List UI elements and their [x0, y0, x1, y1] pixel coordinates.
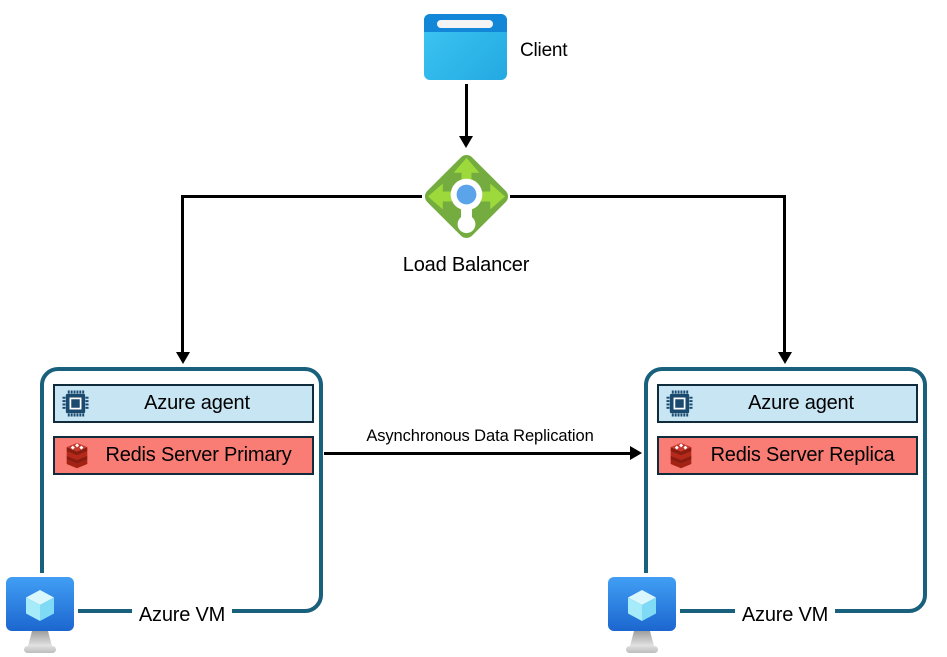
azure-agent-label: Azure agent: [144, 392, 250, 414]
replication-label: Asynchronous Data Replication: [366, 427, 594, 445]
connector-client-to-lb: [464, 84, 468, 137]
cpu-chip-icon: [62, 390, 89, 417]
azure-vm-monitor-icon: [2, 573, 78, 655]
redis-cube-stack-icon: [666, 441, 696, 471]
browser-window-icon: [424, 14, 507, 80]
azure-vm-monitor-icon: [604, 573, 680, 655]
connector-lb-right-horizontal: [510, 195, 785, 198]
vm-box-primary: Azure agent Redis Server Primary: [40, 367, 323, 613]
arrowhead-down-icon: [175, 352, 190, 364]
browser-titlebar: [424, 14, 507, 32]
redis-replica-label: Redis Server Replica: [710, 444, 895, 466]
cpu-chip-icon: [666, 390, 693, 417]
vm-box-replica: Azure agent Redis Server Replica: [644, 367, 927, 613]
connector-lb-left-horizontal: [181, 195, 422, 198]
azure-agent-label: Azure agent: [748, 392, 854, 414]
azure-vm-label: Azure VM: [132, 603, 232, 628]
connector-lb-right-vertical: [783, 195, 786, 353]
azure-agent-bar: Azure agent: [53, 384, 314, 423]
client-label: Client: [520, 40, 568, 61]
load-balancer-icon: [424, 154, 509, 239]
arrowhead-down-icon: [777, 352, 792, 364]
connector-replication: [324, 452, 631, 455]
browser-address-bar: [437, 20, 493, 28]
redis-cube-stack-icon: [62, 441, 92, 471]
redis-primary-bar: Redis Server Primary: [53, 436, 314, 475]
arrowhead-down-icon: [459, 136, 473, 148]
arrowhead-right-icon: [630, 446, 642, 460]
connector-lb-left-vertical: [181, 195, 184, 353]
azure-vm-label: Azure VM: [735, 603, 835, 628]
azure-agent-bar: Azure agent: [657, 384, 918, 423]
redis-replica-bar: Redis Server Replica: [657, 436, 918, 475]
load-balancer-label: Load Balancer: [402, 254, 530, 276]
redis-primary-label: Redis Server Primary: [105, 444, 292, 466]
